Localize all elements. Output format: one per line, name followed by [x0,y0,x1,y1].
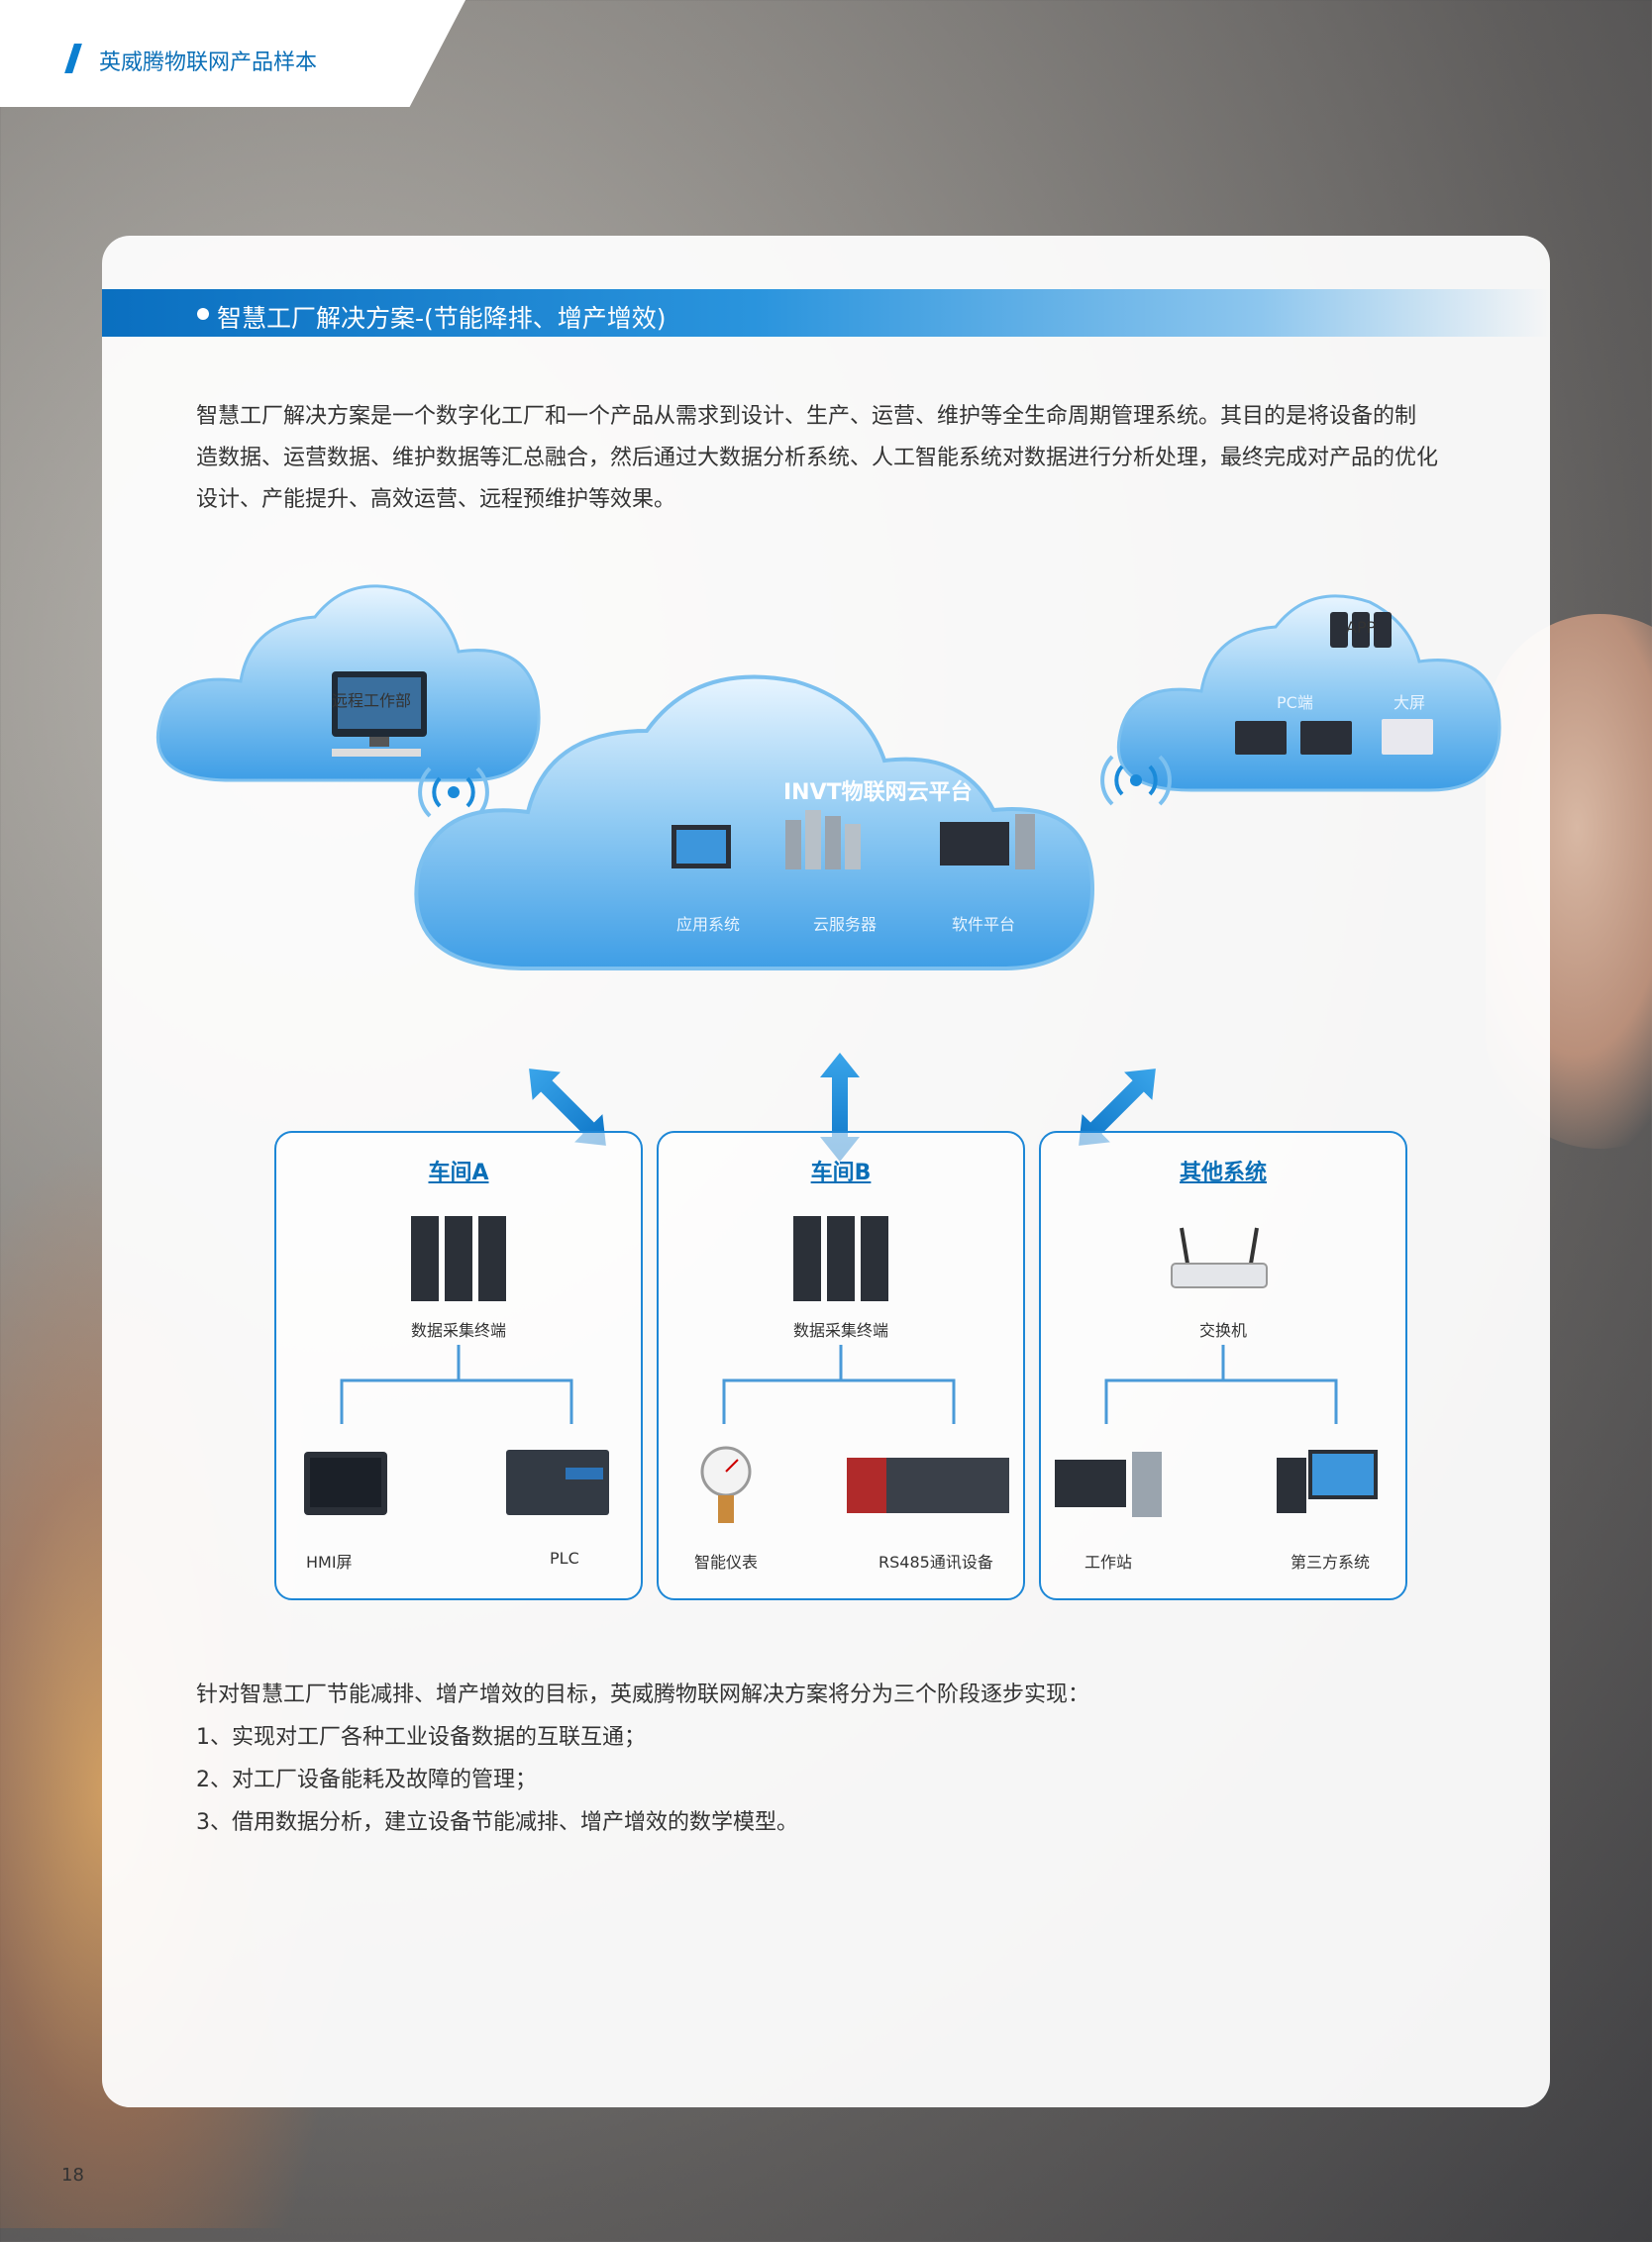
plc-icon [506,1450,609,1515]
third-party-label: 第三方系统 [1291,1553,1371,1572]
outro-line: 针对智慧工厂节能减排、增产增效的目标，英威腾物联网解决方案将分为三个阶段逐步实现… [196,1682,1090,1707]
switch-label: 交换机 [1198,1321,1247,1340]
wifi-icon [418,766,489,818]
workstation-label: 工作站 [1084,1553,1133,1572]
laptop-icon [1235,721,1287,755]
workshop-b-box: 车间B 数据采集终端 智能仪表 RS485通讯设备 [657,1131,1025,1600]
outro-paragraph: 针对智慧工厂节能减排、增产增效的目标，英威腾物联网解决方案将分为三个阶段逐步实现… [196,1674,1089,1844]
terminal-icon [793,1216,888,1301]
arrow-left [529,1069,606,1146]
hmi-icon [304,1452,387,1515]
outro-line: 2、对工厂设备能耗及故障的管理； [196,1768,537,1792]
connector-lines [340,1345,573,1424]
bullet-dot-icon [197,308,209,320]
big-screen-label: 大屏 [1394,693,1426,712]
connector-lines [1104,1345,1338,1424]
phone-icon [1330,612,1348,648]
page-number: 18 [61,2165,84,2186]
platform-title: INVT物联网云平台 [783,780,973,805]
arrow-center [820,1053,860,1162]
connector-lines [722,1345,956,1424]
plc-label: PLC [550,1549,579,1568]
rs485-icon [847,1458,1009,1513]
outro-line: 1、实现对工厂各种工业设备数据的互联互通； [196,1725,646,1750]
intro-paragraph: 智慧工厂解决方案是一个数字化工厂和一个产品从需求到设计、生产、运营、维护等全生命… [196,396,1573,521]
platform-cloud [414,674,1095,970]
wifi-icon [1100,755,1172,806]
terminal-icon [411,1216,506,1301]
intro-line: 智慧工厂解决方案是一个数字化工厂和一个产品从需求到设计、生产、运营、维护等全生命… [196,404,1417,429]
section-bar: 智慧工厂解决方案-(节能降排、增产增效) [102,289,1550,337]
header-slash-icon [64,44,82,73]
content-panel: 智慧工厂解决方案-(节能降排、增产增效) 智慧工厂解决方案是一个数字化工厂和一个… [102,236,1550,2107]
solution-diagram [155,584,1501,1162]
router-icon [1171,1227,1268,1288]
hmi-label: HMI屏 [306,1553,353,1572]
gauge-label: 智能仪表 [694,1553,759,1572]
header-tab: 英威腾物联网产品样本 [0,0,465,107]
header-title: 英威腾物联网产品样本 [99,51,318,75]
terminal-label: 数据采集终端 [410,1321,506,1340]
third-party-icon [1277,1450,1378,1513]
section-title: 智慧工厂解决方案-(节能降排、增产增效) [217,304,667,333]
workshop-a-box: 车间A 数据采集终端 HMI屏 PLC [274,1131,643,1600]
intro-line: 设计、产能提升、高效运营、远程预维护等效果。 [196,487,676,512]
workstation-icon [1055,1452,1162,1517]
client-cloud [1116,594,1501,792]
box-title: 车间A [428,1161,489,1185]
remote-cloud [155,584,541,782]
terminal-label: 数据采集终端 [792,1321,888,1340]
intro-line: 造数据、运营数据、维护数据等汇总融合，然后通过大数据分析系统、人工智能系统对数据… [196,446,1439,470]
other-systems-box: 其他系统 交换机 工作站 第三方系统 [1039,1131,1407,1600]
outro-line: 3、借用数据分析，建立设备节能减排、增产增效的数学模型。 [196,1810,798,1835]
rs485-label: RS485通讯设备 [878,1553,993,1572]
platform-item: 软件平台 [952,915,1016,934]
platform-item: 应用系统 [676,915,741,934]
big-screen-icon [1382,719,1433,755]
server-icon [785,820,801,869]
platform-item: 云服务器 [813,915,878,934]
arrow-right [1079,1069,1156,1146]
box-title: 车间B [810,1161,872,1185]
software-icon [940,822,1009,866]
box-title: 其他系统 [1179,1161,1267,1185]
gauge-icon [700,1446,752,1523]
app-label: APP [1346,618,1377,637]
pc-label: PC端 [1277,693,1313,712]
remote-cloud-label: 远程工作部 [332,691,412,710]
